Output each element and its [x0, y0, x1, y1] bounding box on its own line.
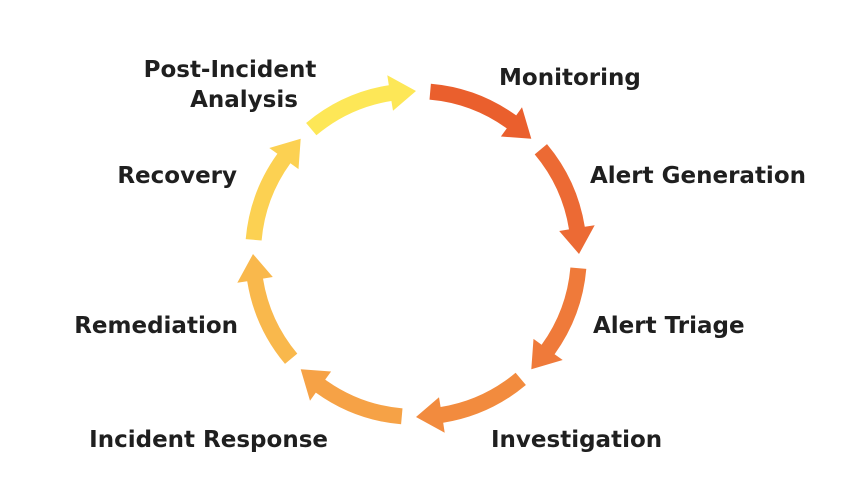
stage-label-investigation: Investigation: [491, 427, 662, 453]
stage-label-monitoring: Monitoring: [499, 65, 641, 91]
stage-label-remediation: Remediation: [74, 313, 238, 339]
cycle-arrow-6: [237, 254, 298, 364]
cycle-arrow-7: [245, 138, 301, 241]
cycle-arrow-8: [306, 75, 416, 136]
stage-label-incident-response: Incident Response: [89, 427, 328, 453]
stage-label-post-incident-analysis: Post-Incident Analysis: [144, 57, 325, 113]
stage-label-recovery: Recovery: [117, 163, 237, 189]
stage-label-alert-triage: Alert Triage: [593, 313, 745, 339]
cycle-arrow-2: [534, 144, 595, 254]
cycle-arrow-3: [531, 267, 587, 370]
cycle-arrow-1: [429, 83, 532, 139]
cycle-arrow-5: [300, 369, 403, 425]
cycle-arrow-4: [416, 372, 526, 433]
stage-label-alert-generation: Alert Generation: [590, 163, 806, 189]
cycle-arrows: [237, 75, 595, 433]
